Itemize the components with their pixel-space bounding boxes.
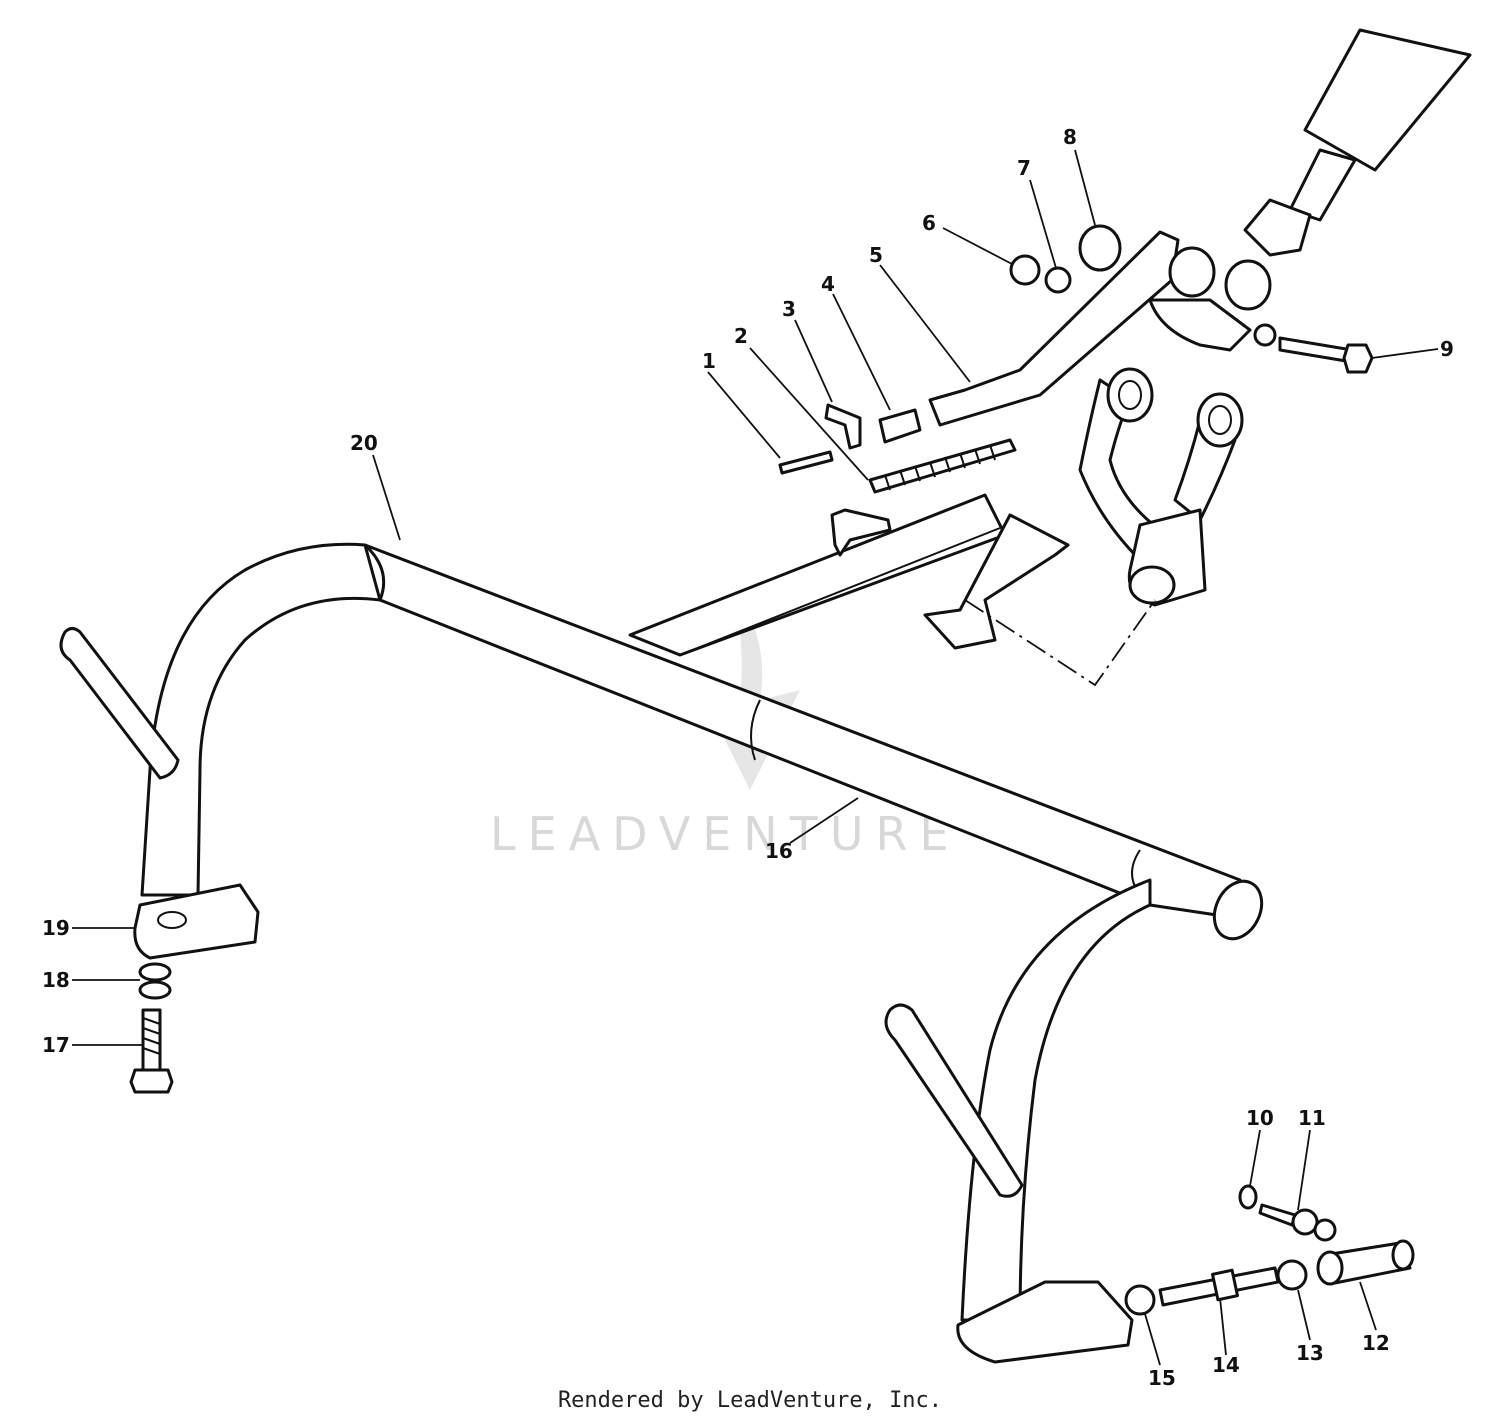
right-hardware — [1124, 1184, 1415, 1316]
callout-18: 18 — [42, 968, 70, 992]
bar-frame-assembly — [59, 493, 1264, 1364]
callout-5: 5 — [869, 243, 883, 267]
pin-3 — [824, 403, 862, 450]
actuator-cylinder — [1303, 28, 1472, 172]
spring-2 — [868, 438, 1017, 494]
nut-6 — [1009, 254, 1041, 286]
washer-18-bottom — [138, 980, 172, 1000]
left-foot-plate — [133, 883, 260, 960]
callout-3: 3 — [782, 297, 796, 321]
callout-15: 15 — [1148, 1366, 1176, 1390]
frame-bracket — [830, 508, 892, 557]
callout-8: 8 — [1063, 125, 1077, 149]
lift-arm-plate — [1148, 298, 1252, 352]
lift-arm-assembly — [778, 28, 1472, 494]
clip-10 — [1238, 1184, 1258, 1210]
ball-joint-11 — [1258, 1203, 1297, 1227]
right-tube-end — [1212, 879, 1264, 941]
actuator-rod — [1288, 148, 1357, 222]
left-hardware — [129, 962, 174, 1094]
pivot-bracket — [923, 513, 1070, 650]
callout-labels: 1 2 3 4 5 6 7 8 9 10 11 12 13 14 15 16 1… — [42, 125, 1454, 1390]
callout-13: 13 — [1296, 1341, 1324, 1365]
washer-7 — [1044, 266, 1072, 294]
callout-19: 19 — [42, 916, 70, 940]
footer-credit: Rendered by LeadVenture, Inc. — [557, 1388, 943, 1413]
pivot-arm-assembly — [964, 367, 1244, 687]
right-foot-plate — [956, 1280, 1134, 1364]
stud-14-hex — [1211, 1268, 1239, 1302]
callout-6: 6 — [922, 211, 936, 235]
callout-20: 20 — [350, 431, 378, 455]
callout-4: 4 — [821, 272, 835, 296]
bushing-right — [1224, 259, 1272, 311]
callout-11: 11 — [1298, 1106, 1326, 1130]
washer-18-top — [138, 962, 172, 982]
callout-1: 1 — [702, 349, 716, 373]
right-handle — [884, 1003, 1024, 1198]
callout-14: 14 — [1212, 1353, 1240, 1377]
callout-16: 16 — [765, 839, 793, 863]
connector-4 — [878, 408, 922, 444]
callout-2: 2 — [734, 324, 748, 348]
nut-15 — [1124, 1284, 1156, 1316]
nut-13 — [1276, 1259, 1308, 1291]
callout-10: 10 — [1246, 1106, 1274, 1130]
watermark-text: LEADVENTURE — [490, 807, 961, 861]
bushing-left — [1078, 224, 1122, 272]
left-bent-tube — [140, 542, 382, 897]
lift-arm — [928, 230, 1180, 427]
leader-lines — [72, 149, 1439, 1366]
callout-12: 12 — [1362, 1331, 1390, 1355]
left-handle — [59, 627, 180, 780]
bolt-9 — [1278, 336, 1354, 364]
right-bent-tube — [960, 878, 1152, 1322]
callout-9: 9 — [1440, 337, 1454, 361]
screw-1 — [778, 450, 834, 475]
callout-7: 7 — [1017, 156, 1031, 180]
callout-17: 17 — [42, 1033, 70, 1057]
clevis — [1243, 198, 1312, 257]
